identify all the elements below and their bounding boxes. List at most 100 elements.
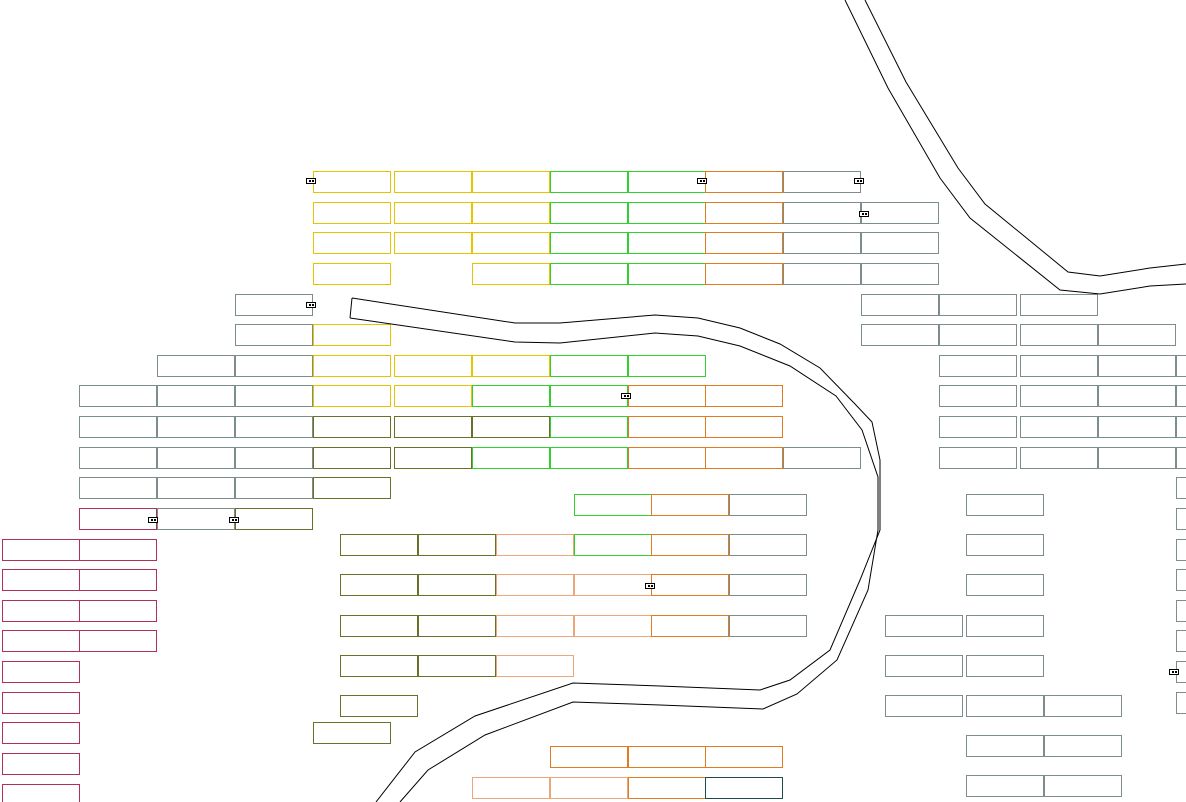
plot-peach[interactable] xyxy=(550,777,628,799)
plot-gray[interactable] xyxy=(861,202,939,224)
plot-gray[interactable] xyxy=(1176,692,1186,714)
plot-gray[interactable] xyxy=(966,695,1044,717)
plot-gray[interactable] xyxy=(1044,775,1122,797)
survey-marker-icon[interactable] xyxy=(148,517,158,523)
plot-olive[interactable] xyxy=(340,615,418,637)
plot-orange[interactable] xyxy=(628,416,706,438)
plot-gray[interactable] xyxy=(966,615,1044,637)
plot-gray[interactable] xyxy=(783,202,861,224)
plot-gray[interactable] xyxy=(939,447,1017,469)
plot-gray[interactable] xyxy=(729,534,807,556)
plot-green[interactable] xyxy=(472,385,550,407)
plot-green[interactable] xyxy=(628,171,706,193)
plot-gray[interactable] xyxy=(1020,385,1098,407)
plot-green[interactable] xyxy=(628,202,706,224)
plot-gray[interactable] xyxy=(235,447,313,469)
survey-marker-icon[interactable] xyxy=(859,211,869,217)
plot-gray[interactable] xyxy=(79,447,157,469)
plot-gray[interactable] xyxy=(1176,385,1186,407)
plot-orange[interactable] xyxy=(705,746,783,768)
plot-gray[interactable] xyxy=(1098,385,1176,407)
plot-gray[interactable] xyxy=(939,385,1017,407)
plot-orange[interactable] xyxy=(705,416,783,438)
plot-orange[interactable] xyxy=(628,447,706,469)
plot-green[interactable] xyxy=(574,494,652,516)
plot-gray[interactable] xyxy=(1098,355,1176,377)
plot-gray[interactable] xyxy=(729,574,807,596)
plot-gray[interactable] xyxy=(966,655,1044,677)
plot-crimson[interactable] xyxy=(2,661,80,683)
survey-marker-icon[interactable] xyxy=(621,393,631,399)
plot-gray[interactable] xyxy=(157,447,235,469)
survey-marker-icon[interactable] xyxy=(645,583,655,589)
plot-yellow[interactable] xyxy=(472,202,550,224)
plot-crimson[interactable] xyxy=(2,539,80,561)
plot-yellow[interactable] xyxy=(472,232,550,254)
plot-peach[interactable] xyxy=(496,534,574,556)
plot-crimson[interactable] xyxy=(79,569,157,591)
plot-yellow[interactable] xyxy=(394,355,472,377)
plot-peach[interactable] xyxy=(574,574,652,596)
plot-crimson[interactable] xyxy=(2,630,80,652)
plot-orange[interactable] xyxy=(628,385,706,407)
plot-green[interactable] xyxy=(550,447,628,469)
plot-orange[interactable] xyxy=(651,534,729,556)
plot-gray[interactable] xyxy=(885,615,963,637)
plot-olive[interactable] xyxy=(313,447,391,469)
plot-yellow[interactable] xyxy=(313,355,391,377)
plot-gray[interactable] xyxy=(861,324,939,346)
survey-marker-icon[interactable] xyxy=(306,178,316,184)
plot-gray[interactable] xyxy=(1020,324,1098,346)
plot-gray[interactable] xyxy=(235,324,313,346)
plot-crimson[interactable] xyxy=(2,600,80,622)
plot-orange[interactable] xyxy=(651,615,729,637)
plot-olive[interactable] xyxy=(313,416,391,438)
plot-gray[interactable] xyxy=(1176,539,1186,561)
plot-olive[interactable] xyxy=(418,615,496,637)
plot-gray[interactable] xyxy=(1020,416,1098,438)
plot-gray[interactable] xyxy=(966,574,1044,596)
plot-gray[interactable] xyxy=(235,477,313,499)
plot-olive[interactable] xyxy=(394,416,472,438)
plot-gray[interactable] xyxy=(966,494,1044,516)
plot-olive[interactable] xyxy=(418,534,496,556)
plot-yellow[interactable] xyxy=(472,355,550,377)
plot-gray[interactable] xyxy=(1044,695,1122,717)
plot-yellow[interactable] xyxy=(313,202,391,224)
plot-crimson[interactable] xyxy=(79,600,157,622)
plot-gray[interactable] xyxy=(157,355,235,377)
plot-green[interactable] xyxy=(550,385,628,407)
plot-gray[interactable] xyxy=(783,447,861,469)
plot-crimson[interactable] xyxy=(2,753,80,775)
plot-gray[interactable] xyxy=(861,294,939,316)
plot-olive[interactable] xyxy=(340,655,418,677)
plot-crimson[interactable] xyxy=(2,692,80,714)
plot-crimson[interactable] xyxy=(79,539,157,561)
plot-gray[interactable] xyxy=(939,416,1017,438)
plot-gray[interactable] xyxy=(1020,294,1098,316)
plot-green[interactable] xyxy=(550,171,628,193)
plot-gray[interactable] xyxy=(1176,600,1186,622)
plot-gray[interactable] xyxy=(1098,447,1176,469)
plot-yellow[interactable] xyxy=(394,385,472,407)
plot-gray[interactable] xyxy=(885,695,963,717)
plot-yellow[interactable] xyxy=(313,263,391,285)
plot-green[interactable] xyxy=(628,232,706,254)
plot-gray[interactable] xyxy=(1176,569,1186,591)
plot-green[interactable] xyxy=(472,447,550,469)
plot-gray[interactable] xyxy=(235,294,313,316)
plot-gray[interactable] xyxy=(783,263,861,285)
plot-olive[interactable] xyxy=(313,722,391,744)
plot-olive[interactable] xyxy=(235,508,313,530)
plot-green[interactable] xyxy=(550,355,628,377)
plot-peach[interactable] xyxy=(574,615,652,637)
plot-orange[interactable] xyxy=(628,746,706,768)
plot-gray[interactable] xyxy=(1176,355,1186,377)
plot-olive[interactable] xyxy=(340,695,418,717)
plot-gray[interactable] xyxy=(1020,447,1098,469)
plot-gray[interactable] xyxy=(939,355,1017,377)
plot-gray[interactable] xyxy=(79,385,157,407)
plot-gray[interactable] xyxy=(157,416,235,438)
plot-yellow[interactable] xyxy=(313,171,391,193)
plot-yellow[interactable] xyxy=(394,232,472,254)
